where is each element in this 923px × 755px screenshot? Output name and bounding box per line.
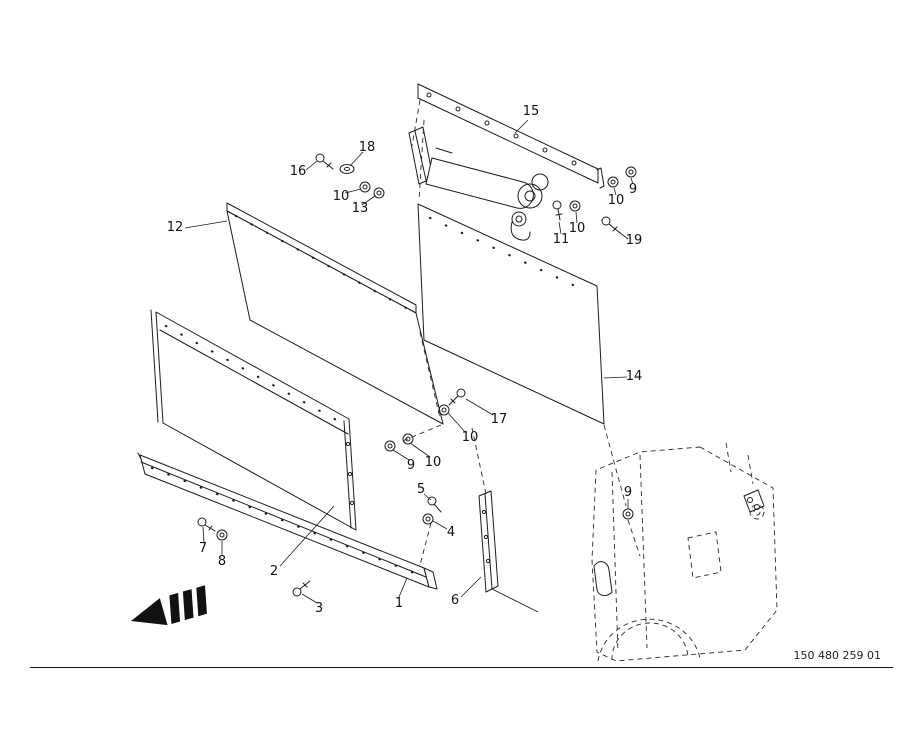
clip-plate (597, 168, 604, 188)
callout-6: 6 (450, 592, 460, 608)
spacer-18-icon (340, 165, 354, 174)
washer-10-icon (439, 405, 449, 415)
callout-4: 4 (446, 524, 456, 540)
callout-13: 13 (351, 200, 369, 216)
washer-8-icon (217, 530, 227, 540)
direction-arrow-icon (131, 585, 207, 626)
callout-9: 9 (623, 484, 633, 500)
callout-9: 9 (628, 181, 638, 197)
bolt-17-icon (449, 389, 465, 405)
callout-11: 11 (552, 231, 570, 247)
callout-5: 5 (416, 481, 426, 497)
callout-12: 12 (166, 219, 184, 235)
callout-16: 16 (289, 163, 307, 179)
washer-9-icon (626, 167, 636, 177)
callout-10: 10 (568, 220, 586, 236)
callout-17: 17 (490, 411, 508, 427)
callout-18: 18 (358, 139, 376, 155)
pivot-arm-assembly (409, 127, 548, 240)
callout-14: 14 (625, 368, 643, 384)
washer-10-icon (403, 434, 413, 444)
bolt-11-icon (553, 201, 562, 220)
panel-14 (418, 204, 604, 424)
washer-10-icon (608, 177, 618, 187)
reference-code: 150 480 259 01 (793, 649, 881, 662)
hook-bracket (594, 562, 612, 596)
bolt-3-icon (293, 581, 310, 596)
callout-7: 7 (198, 540, 208, 556)
callout-15: 15 (522, 103, 540, 119)
washer-10-icon (570, 201, 580, 211)
machine-frame-outline (592, 443, 777, 661)
panel-2 (151, 310, 356, 530)
callout-10: 10 (332, 188, 350, 204)
callout-10: 10 (424, 454, 442, 470)
bottom-rule (30, 667, 893, 668)
callout-3: 3 (314, 600, 324, 616)
wheel-arch-outline (598, 619, 700, 661)
washer-9-icon (623, 509, 633, 519)
bolt-7-icon (198, 518, 215, 531)
panel-12 (227, 203, 443, 424)
callout-2: 2 (269, 563, 279, 579)
callout-10: 10 (461, 429, 479, 445)
washer-10-icon (360, 182, 370, 192)
washer-4-icon (423, 514, 433, 524)
mount-bracket (744, 490, 764, 512)
leader-lines (185, 120, 633, 603)
callout-19: 19 (625, 232, 643, 248)
callout-8: 8 (217, 553, 227, 569)
callout-1: 1 (394, 595, 404, 611)
fasteners (198, 154, 636, 596)
bolt-5-icon (428, 497, 441, 512)
callout-10: 10 (607, 192, 625, 208)
bolt-16-icon (316, 154, 333, 169)
washer-9-icon (385, 441, 395, 451)
callout-9: 9 (406, 457, 416, 473)
top-strip-15 (418, 84, 598, 183)
bracket-6 (479, 491, 538, 612)
rail-1 (138, 453, 437, 589)
nut-13-icon (374, 188, 384, 198)
bolt-19-icon (602, 217, 620, 233)
alignment-lines (400, 100, 640, 565)
